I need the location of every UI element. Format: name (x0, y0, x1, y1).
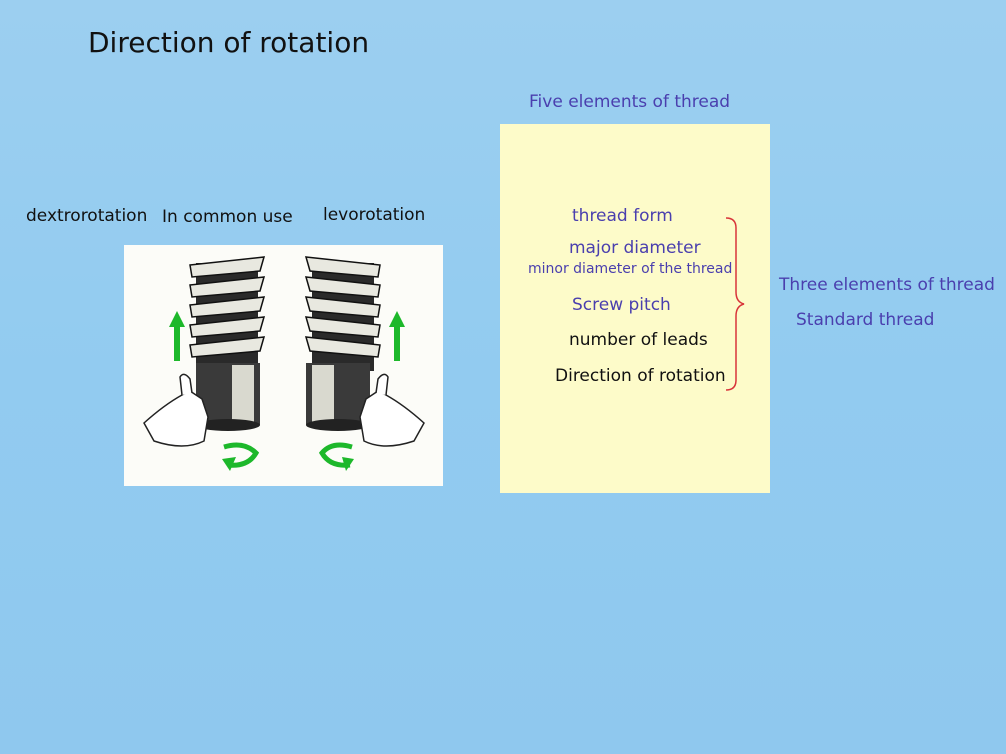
left-hand-screw (304, 256, 425, 471)
number-of-leads-label: number of leads (569, 330, 708, 350)
screw-pitch-label: Screw pitch (572, 295, 671, 315)
five-elements-panel (500, 124, 770, 493)
common-use-label: In common use (162, 207, 293, 227)
standard-thread-label: Standard thread (796, 310, 935, 330)
curly-brace (725, 217, 745, 391)
five-elements-heading: Five elements of thread (529, 92, 731, 112)
dextrorotation-label: dextrorotation (26, 206, 148, 226)
three-elements-heading: Three elements of thread (779, 275, 995, 295)
levorotation-label: levorotation (323, 205, 426, 225)
minor-diameter-label: minor diameter of the thread (528, 261, 733, 277)
thread-rotation-illustration (124, 245, 443, 486)
direction-of-rotation-label: Direction of rotation (555, 366, 726, 386)
right-hand-screw (143, 256, 266, 471)
thread-illustration-svg (143, 256, 425, 471)
thread-form-label: thread form (572, 206, 673, 226)
page-title: Direction of rotation (88, 26, 370, 59)
major-diameter-label: major diameter (569, 238, 701, 258)
